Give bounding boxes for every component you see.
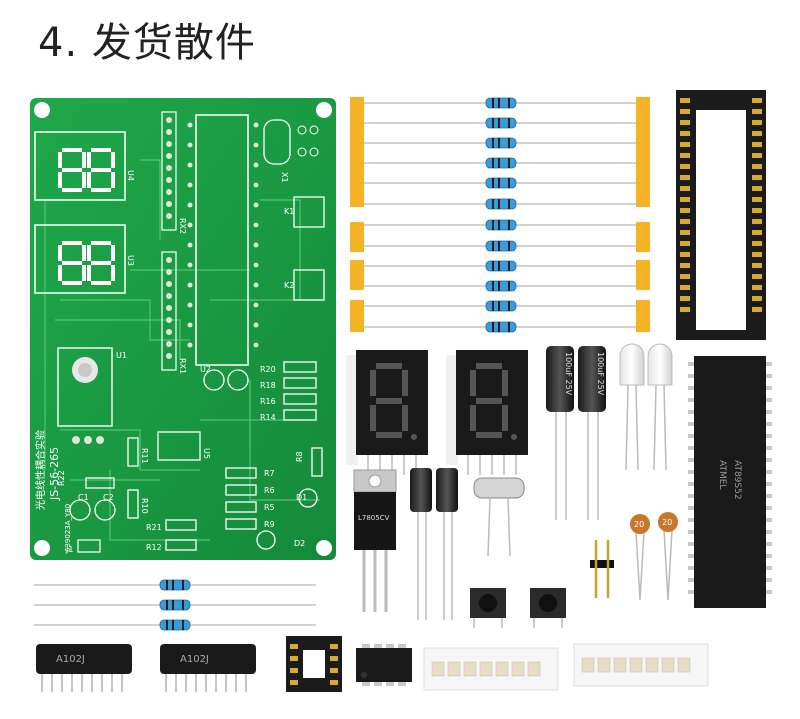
label-rx1: RX1: [178, 358, 187, 374]
label-r16: R16: [260, 397, 276, 406]
board-code: 639023A_Y80: [64, 504, 72, 552]
label-r7: R7: [264, 469, 275, 478]
label-rx2: RX2: [178, 218, 187, 234]
voltage-regulator: L7805CV: [353, 469, 397, 612]
chip-brand: ATMEL: [717, 460, 727, 489]
cap2-label: 100uF 25V: [596, 352, 605, 396]
resnet1-label: A102J: [56, 654, 85, 665]
label-j1: J1: [65, 545, 73, 554]
pcb-board: U4 U3 RX2 RX1 U1 U2 U5 X1 K1 K2 R11 R10 …: [30, 98, 336, 560]
regulator-label: L7805CV: [358, 514, 390, 522]
tact-switch-1: [470, 588, 506, 628]
label-u2: U2: [200, 365, 211, 374]
label-x1: X1: [280, 172, 289, 183]
board-model: JS-56-265: [48, 447, 61, 501]
small-capacitor-pair: [410, 468, 458, 620]
label-r12: R12: [146, 543, 162, 552]
page-title: 4. 发货散件: [38, 20, 256, 66]
chip-model: AT89S52: [732, 460, 742, 500]
label-d2: D2: [294, 539, 305, 548]
loose-resistors: [34, 579, 316, 631]
ceramic-label-2: 20: [662, 518, 672, 527]
label-k2: K2: [284, 281, 294, 290]
led-pair: [619, 343, 673, 471]
smd-tape-1: [423, 647, 559, 691]
label-c2: C2: [103, 493, 114, 502]
dip40-socket: [676, 90, 766, 340]
electrolytic-capacitor-pair: 100uF 25V 100uF 25V: [546, 346, 606, 520]
cap1-label: 100uF 25V: [564, 352, 573, 396]
label-r14: R14: [260, 413, 276, 422]
label-r8: R8: [295, 451, 304, 462]
mcu-chip: ATMEL AT89S52: [688, 356, 772, 608]
resistor-network-2: A102J: [160, 644, 256, 692]
seven-seg-display-1: [346, 350, 428, 475]
dip8-socket: [286, 636, 342, 692]
pin-header: [590, 540, 614, 598]
label-r9: R9: [264, 520, 275, 529]
resistor-tape-top: [350, 97, 650, 333]
resnet2-label: A102J: [180, 654, 209, 665]
tact-switch-2: [530, 588, 566, 628]
label-d1: D1: [296, 493, 307, 502]
label-r6: R6: [264, 486, 275, 495]
optocoupler-ic: [356, 644, 412, 686]
label-r18: R18: [260, 381, 276, 390]
crystal-oscillator: [473, 477, 525, 557]
label-u3: U3: [126, 255, 135, 266]
label-u1: U1: [116, 351, 127, 360]
resistor-network-1: A102J: [36, 644, 132, 692]
label-r11: R11: [140, 448, 149, 464]
ceramic-capacitor-pair: 20 20: [630, 512, 678, 601]
label-r22: R22: [57, 470, 66, 486]
smd-tape-2: [573, 643, 709, 687]
label-u4: U4: [126, 170, 135, 181]
ceramic-label-1: 20: [634, 520, 644, 529]
seven-seg-display-2: [446, 350, 528, 475]
label-u5: U5: [202, 448, 211, 459]
label-c1: C1: [78, 493, 89, 502]
label-r20: R20: [260, 365, 276, 374]
label-k1: K1: [284, 207, 294, 216]
board-name: 光电线性耦合实验: [34, 430, 47, 510]
label-r5: R5: [264, 503, 275, 512]
label-r10: R10: [140, 498, 149, 514]
label-r21: R21: [146, 523, 162, 532]
